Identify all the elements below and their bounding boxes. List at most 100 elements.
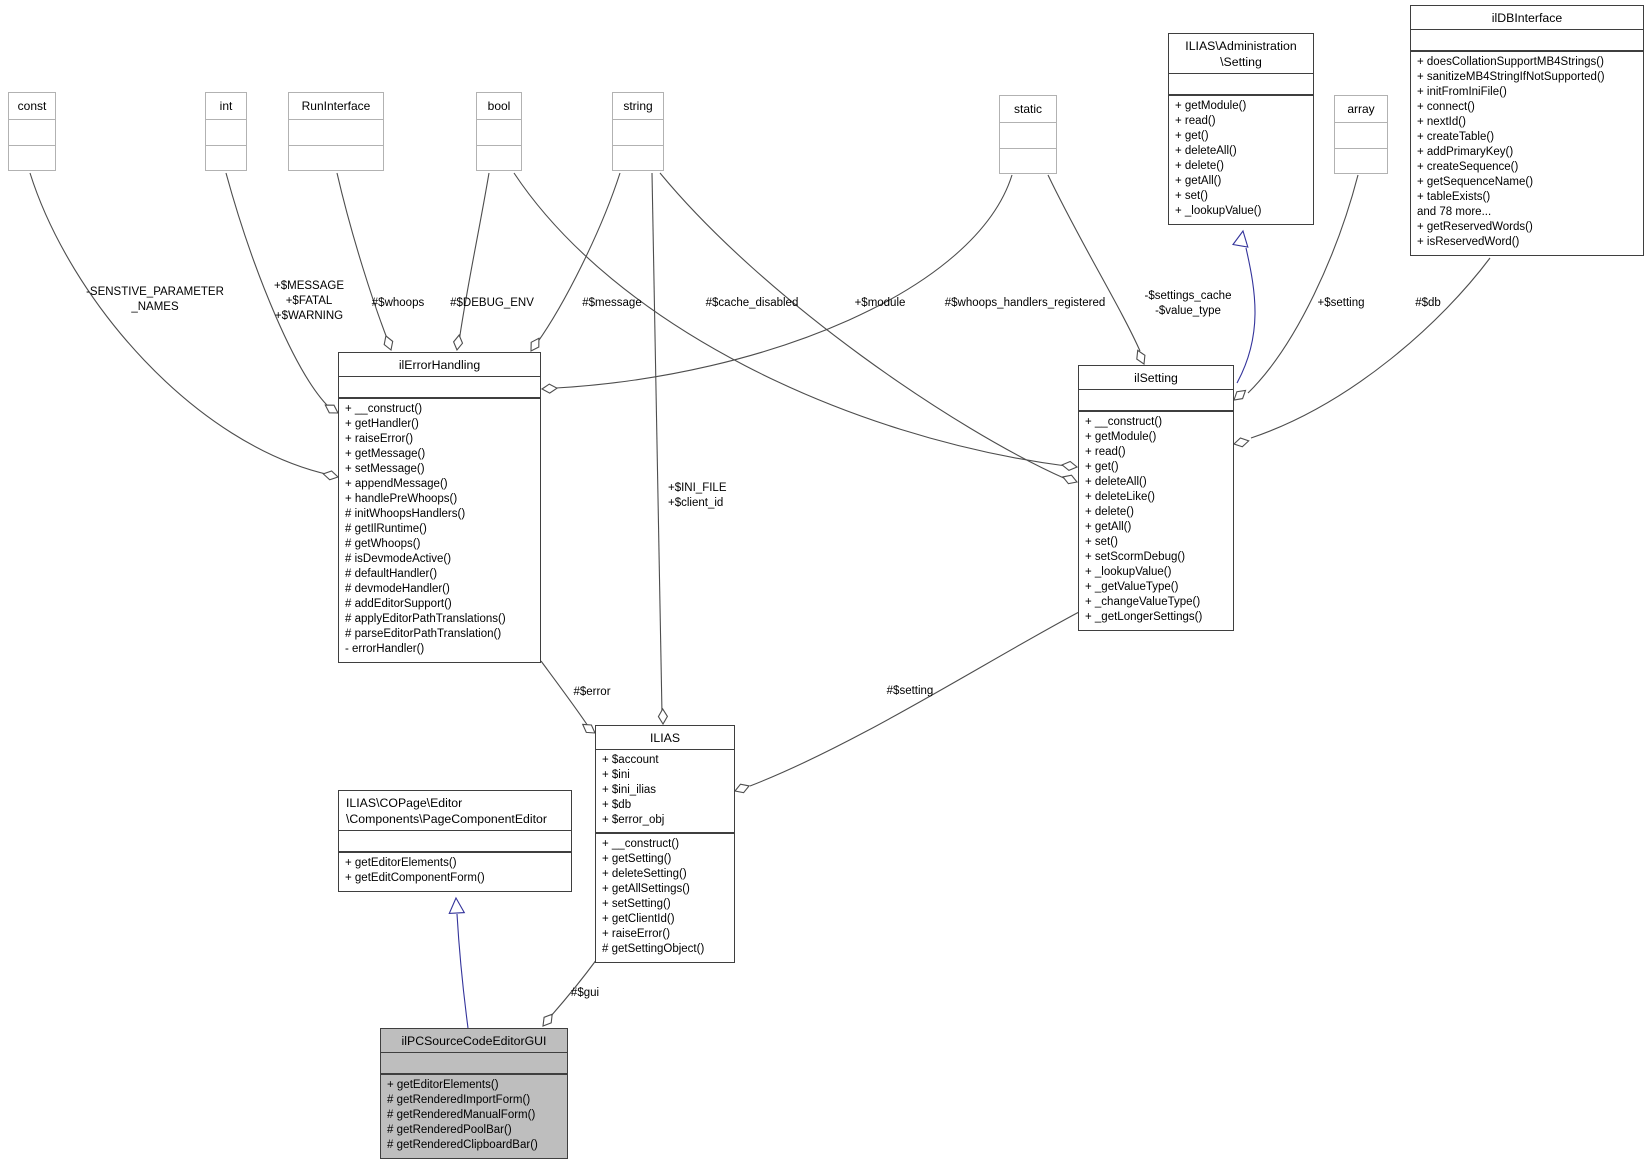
- edge-ilsetting-ilias-diamond: [733, 783, 751, 794]
- type-box-label: bool: [477, 93, 521, 120]
- edge-label-line: #$gui: [570, 987, 600, 999]
- edge-label-line: -SENSTIVE_PARAMETER: [86, 286, 224, 298]
- method-item: + tableExists(): [1417, 191, 1491, 203]
- method-item: + set(): [1085, 536, 1118, 548]
- attributes-compartment-empty: [1079, 390, 1233, 412]
- type-box-int: int: [205, 92, 247, 171]
- edge-ilerrorhandling-ilias: [540, 660, 589, 727]
- method-item: + nextId(): [1417, 116, 1466, 128]
- edge-bool-ilsetting-diamond: [1061, 460, 1079, 472]
- method-item: + setScormDebug(): [1085, 551, 1186, 563]
- class-box-ilias-administration-setting[interactable]: ILIAS\Administration\Setting+ getModule(…: [1168, 33, 1314, 225]
- type-box-runinterface: RunInterface: [288, 92, 384, 171]
- class-box-ilpcsourcecodeeditorgui[interactable]: ilPCSourceCodeEditorGUI+ getEditorElemen…: [380, 1028, 568, 1159]
- method-item: + appendMessage(): [345, 478, 448, 490]
- edge-static-ilerrorhandling: [555, 174, 1013, 389]
- method-item: # addEditorSupport(): [345, 598, 452, 610]
- type-box-label: string: [613, 93, 663, 120]
- method-item: + setSetting(): [602, 898, 671, 910]
- method-item: # initWhoopsHandlers(): [345, 508, 466, 520]
- method-item: and 78 more...: [1417, 206, 1492, 218]
- type-box-const: const: [8, 92, 56, 171]
- attribute-item: + $error_obj: [602, 814, 665, 826]
- class-title: ilSetting: [1079, 366, 1233, 390]
- edge-label-line: +$FATAL: [285, 295, 333, 307]
- method-item: + get(): [1175, 130, 1209, 142]
- attributes-compartment-empty: [1411, 30, 1643, 52]
- method-item: + _getValueType(): [1085, 581, 1179, 593]
- edge-label-line: #$db: [1415, 297, 1441, 309]
- class-box-ildbinterface[interactable]: ilDBInterface + doesCollationSupportMB4St…: [1410, 5, 1644, 256]
- method-item: - errorHandler(): [345, 643, 425, 655]
- method-item: # getRenderedPoolBar(): [387, 1124, 512, 1136]
- class-box-ilerrorhandling[interactable]: ilErrorHandling + __construct()+ getHandl…: [338, 352, 541, 663]
- edge-ilpcsourcecodeeditorgui-inherits-pagecomponenteditor: [456, 913, 469, 1029]
- method-item: + getEditorElements(): [345, 857, 457, 869]
- class-title-line: ILIAS\COPage\Editor: [346, 796, 463, 810]
- methods-compartment: + doesCollationSupportMB4Strings()+ sani…: [1411, 52, 1643, 255]
- methods-compartment: + getEditorElements()+ getEditComponentF…: [339, 853, 571, 891]
- edge-static-ilsetting: [1047, 174, 1141, 352]
- edge-label-setting-attr: +$setting: [1318, 296, 1365, 311]
- class-box-page-component-editor[interactable]: ILIAS\COPage\Editor \Components\PageCompo…: [338, 790, 572, 892]
- method-item: # parseEditorPathTranslation(): [345, 628, 502, 640]
- method-item: + createSequence(): [1417, 161, 1519, 173]
- edge-label-ini-file-client-id: +$INI_FILE+$client_id: [668, 481, 727, 511]
- edge-label-line: -$settings_cache: [1144, 290, 1232, 302]
- edge-label-message-fatal-warning: +$MESSAGE +$FATAL +$WARNING: [274, 279, 344, 324]
- class-title: ILIAS\COPage\Editor \Components\PageCompo…: [339, 791, 571, 831]
- edge-label-line: #$cache_disabled: [705, 297, 799, 309]
- type-box-label: array: [1335, 96, 1387, 123]
- attributes-compartment-empty: [339, 377, 540, 399]
- type-box-label: int: [206, 93, 246, 120]
- class-title-line: ilSetting: [1134, 371, 1178, 385]
- type-box-empty-attrs: [1335, 123, 1387, 149]
- method-item: + _getLongerSettings(): [1085, 611, 1203, 623]
- edge-ilsetting-inherits-setting-arrowhead: [1232, 229, 1249, 248]
- type-box-empty-attrs: [477, 120, 521, 146]
- class-title-line: ilDBInterface: [1491, 11, 1563, 25]
- edge-label-line: +$WARNING: [274, 310, 344, 322]
- edge-label-line: _NAMES: [131, 301, 179, 313]
- type-box-empty-attrs: [206, 120, 246, 146]
- method-item: + getAllSettings(): [602, 883, 690, 895]
- edge-static-ilerrorhandling-diamond: [540, 383, 559, 394]
- edge-string-ilerrorhandling: [536, 172, 621, 344]
- methods-compartment: + __construct()+ getModule()+ read()+ ge…: [1079, 412, 1233, 630]
- method-item: + getMessage(): [345, 448, 426, 460]
- edge-label-sensitive-parameter-names: -SENSTIVE_PARAMETER _NAMES: [86, 285, 224, 315]
- method-item: + deleteLike(): [1085, 491, 1155, 503]
- class-title-line: ILIAS\Administration: [1185, 39, 1297, 53]
- type-box-empty-attrs: [613, 120, 663, 146]
- methods-compartment: + __construct()+ getHandler()+ raiseErro…: [339, 399, 540, 662]
- edge-label-line: +$MESSAGE: [274, 280, 344, 292]
- methods-compartment: + getModule()+ read()+ get()+ deleteAll(…: [1169, 96, 1313, 224]
- type-box-static: static: [999, 95, 1057, 174]
- method-item: + get(): [1085, 461, 1119, 473]
- method-item: + getAll(): [1175, 175, 1222, 187]
- method-item: + __construct(): [345, 403, 423, 415]
- type-box-empty-methods: [9, 146, 55, 171]
- edge-ilpcsourcecodeeditorgui-inherits-pagecomponenteditor-arrowhead: [448, 896, 466, 914]
- class-title-line: \Components\PageComponentEditor: [346, 812, 547, 826]
- type-box-empty-attrs: [1000, 123, 1056, 149]
- type-box-label: static: [1000, 96, 1056, 123]
- edge-ildbinterface-ilsetting: [1250, 257, 1491, 439]
- method-item: + _changeValueType(): [1085, 596, 1201, 608]
- method-item: # devmodeHandler(): [345, 583, 450, 595]
- method-item: # applyEditorPathTranslations(): [345, 613, 506, 625]
- method-item: + delete(): [1175, 160, 1224, 172]
- class-box-ilsetting[interactable]: ilSetting + __construct()+ getModule()+ r…: [1078, 365, 1234, 631]
- edge-label-line: #$error: [573, 686, 611, 698]
- edge-label-line: #$message: [582, 297, 642, 309]
- method-item: + addPrimaryKey(): [1417, 146, 1514, 158]
- attribute-item: + $ini_ilias: [602, 784, 657, 796]
- method-item: + __construct(): [602, 838, 680, 850]
- type-box-label: const: [9, 93, 55, 120]
- class-box-ilias[interactable]: ILIAS+ $account+ $ini+ $ini_ilias+ $db+ …: [595, 725, 735, 963]
- class-title-line: ilErrorHandling: [398, 358, 481, 372]
- method-item: + sanitizeMB4StringIfNotSupported(): [1417, 71, 1605, 83]
- method-item: + getSetting(): [602, 853, 672, 865]
- attributes-compartment-empty: [381, 1053, 567, 1075]
- attribute-item: + $ini: [602, 769, 630, 781]
